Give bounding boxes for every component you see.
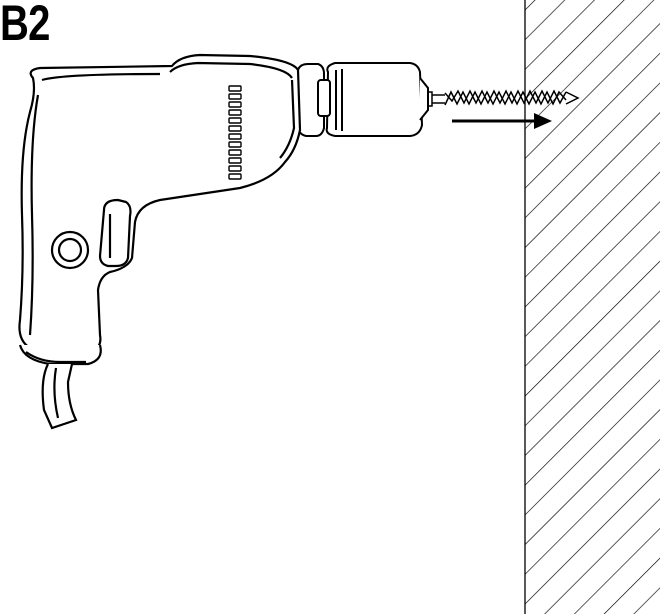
power-cord (41, 363, 78, 430)
collar (297, 63, 331, 137)
ventilation-slots (228, 85, 242, 180)
drill-icon (18, 53, 302, 366)
hatched-wall (524, 0, 660, 614)
arrow-right-icon (452, 113, 552, 129)
figure-label: B2 (0, 0, 50, 51)
chuck (325, 62, 429, 137)
